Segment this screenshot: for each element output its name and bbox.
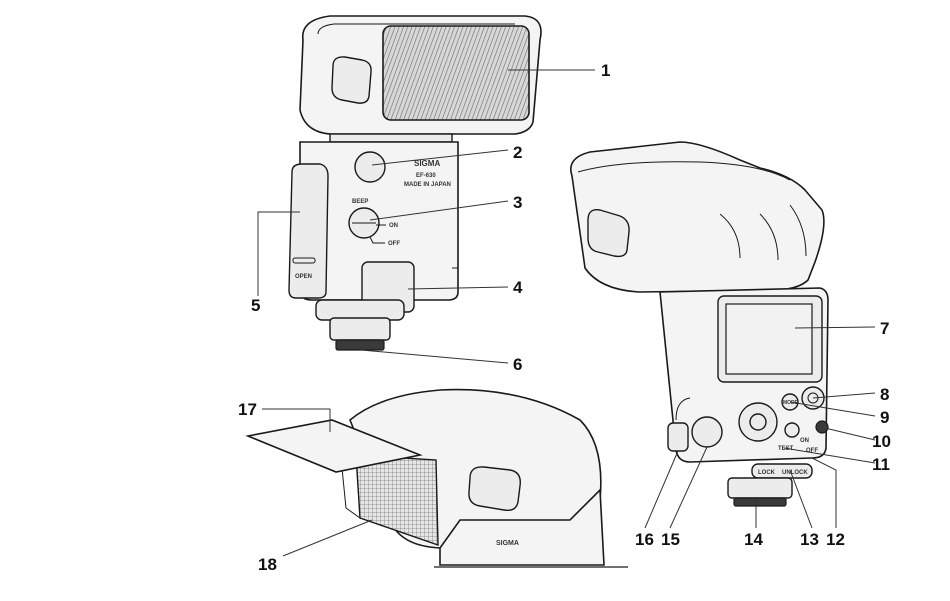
callout-1: 1 xyxy=(601,61,610,80)
callout-10: 10 xyxy=(872,432,891,451)
rotation-lock-dial[interactable] xyxy=(692,417,722,447)
callout-18: 18 xyxy=(258,555,277,574)
callout-8: 8 xyxy=(880,385,889,404)
center-button[interactable] xyxy=(750,414,766,430)
beep-marking: BEEP xyxy=(352,199,368,205)
mounting-foot-top xyxy=(316,300,404,320)
lock-marking: LOCK xyxy=(758,470,776,476)
head-neck xyxy=(330,134,452,142)
rear-view-flash: MODE TEST ON OFF LOCK UNLOCK xyxy=(571,142,828,506)
mounting-foot xyxy=(330,318,390,340)
beep-off-marking: OFF xyxy=(388,241,400,247)
lcd-screen xyxy=(726,304,812,374)
test-button[interactable] xyxy=(785,423,799,437)
callout-5: 5 xyxy=(251,296,260,315)
callout-17: 17 xyxy=(238,400,257,419)
hot-shoe-contacts xyxy=(336,340,384,350)
rear-hot-shoe xyxy=(734,498,786,506)
power-on-marking: ON xyxy=(800,438,809,444)
callout-11: 11 xyxy=(872,455,890,474)
rear-head-side-window xyxy=(588,210,629,257)
power-switch[interactable] xyxy=(816,421,828,433)
bottom-view-flash: SIGMA xyxy=(248,390,628,567)
callout-7: 7 xyxy=(880,319,889,338)
open-marking: OPEN xyxy=(295,274,312,280)
callout-13: 13 xyxy=(800,530,819,549)
callout-16: 16 xyxy=(635,530,654,549)
callout-9: 9 xyxy=(880,408,889,427)
callout-14: 14 xyxy=(744,530,763,549)
callout-2: 2 xyxy=(513,143,522,162)
made-in-marking: MADE IN JAPAN xyxy=(404,182,451,188)
fresnel-panel xyxy=(383,26,529,120)
beep-on-marking: ON xyxy=(389,223,398,229)
bottom-brand-marking: SIGMA xyxy=(496,540,519,547)
unlock-marking: UNLOCK xyxy=(782,470,808,476)
bottom-head-side-window xyxy=(469,467,520,510)
callout-12: 12 xyxy=(826,530,845,549)
release-button[interactable] xyxy=(668,423,688,451)
callout-15: 15 xyxy=(661,530,680,549)
rear-mounting-foot xyxy=(728,478,792,498)
wireless-sensor xyxy=(355,152,385,182)
callout-4: 4 xyxy=(513,278,523,297)
callout-6: 6 xyxy=(513,355,522,374)
head-side-window xyxy=(332,57,371,103)
callout-3: 3 xyxy=(513,193,522,212)
wide-panel xyxy=(356,455,438,545)
front-view-flash: OPEN SIGMA EF-630 MADE IN JAPAN BEEP ON … xyxy=(289,16,541,350)
model-marking: EF-630 xyxy=(416,173,436,179)
